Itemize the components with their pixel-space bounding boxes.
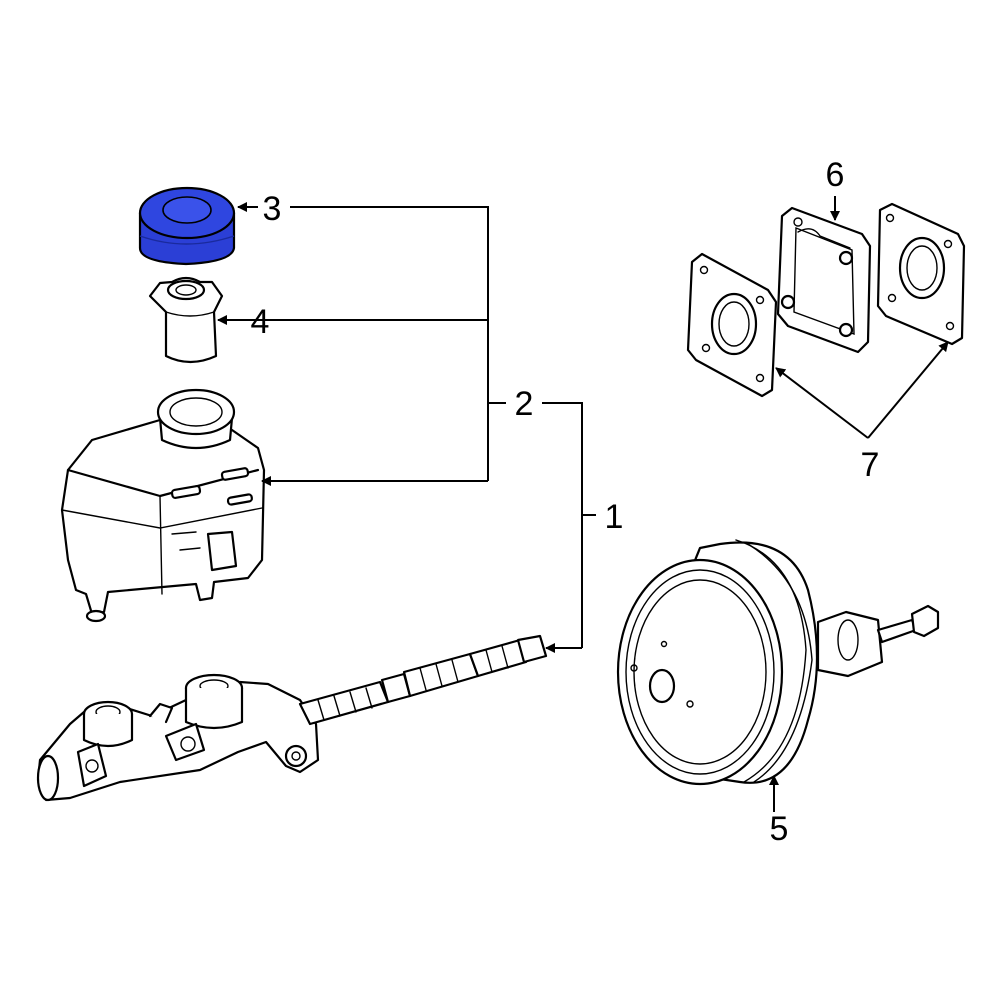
callout-5: 5 (770, 810, 789, 848)
brake-fluid-reservoir-part-2[interactable] (60, 388, 266, 623)
cap-top-inner (162, 196, 212, 224)
callout-7: 7 (861, 446, 880, 484)
booster-seal-right-part-7[interactable] (876, 202, 966, 346)
leader-lines (217, 196, 949, 812)
brake-booster-part-5[interactable] (616, 539, 940, 786)
callout-6: 6 (826, 156, 845, 194)
cap-band (139, 235, 235, 245)
callout-3: 3 (263, 190, 282, 228)
callout-4: 4 (251, 303, 270, 341)
callout-1: 1 (605, 498, 624, 536)
callout-2: 2 (515, 385, 534, 423)
reservoir-strainer-part-4[interactable] (148, 276, 224, 364)
booster-seal-left-part-7[interactable] (686, 252, 778, 398)
reservoir-cap-part-3[interactable] (138, 186, 236, 266)
master-cylinder-part-1[interactable] (36, 634, 548, 802)
booster-gasket-part-6[interactable] (776, 206, 872, 354)
